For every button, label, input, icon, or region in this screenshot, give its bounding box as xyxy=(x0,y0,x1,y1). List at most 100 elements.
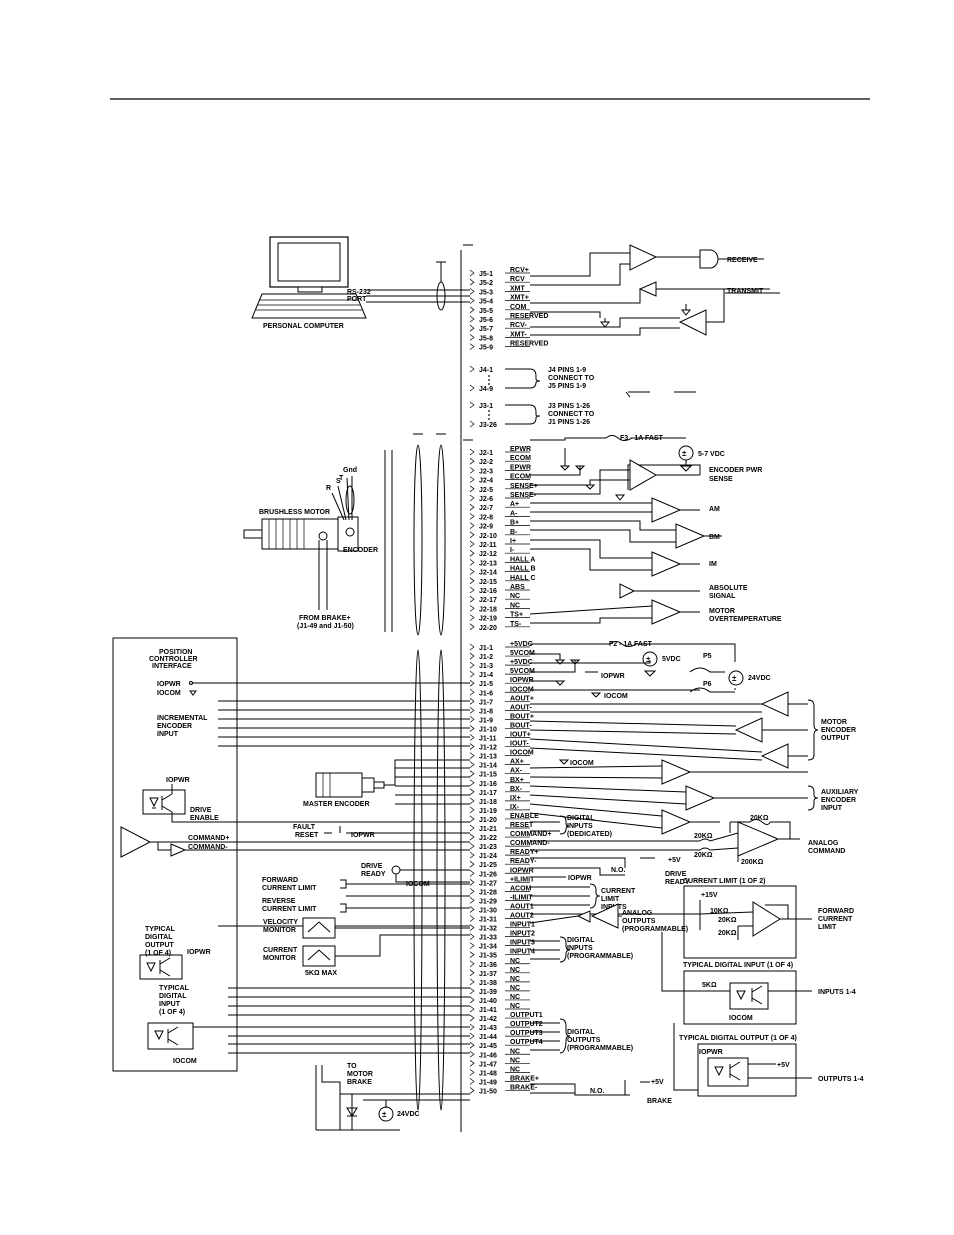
pin-arrow xyxy=(469,806,475,814)
signal-label: READY- xyxy=(510,858,537,865)
pin-arrow xyxy=(469,761,475,768)
analog-cmd-2: COMMAND xyxy=(808,848,845,855)
signal-label: IOUT- xyxy=(510,741,529,748)
pin-arrow xyxy=(469,951,475,958)
pin-arrow xyxy=(469,605,475,612)
pin-arrow xyxy=(469,522,475,529)
signal-label: IOUT+ xyxy=(510,732,531,739)
ellipsis-dot xyxy=(488,410,490,412)
outputs14: OUTPUTS 1-4 xyxy=(818,1076,864,1083)
signal-label: RESERVED xyxy=(510,341,548,348)
pin-label: J1-1 xyxy=(479,645,493,652)
signal-label: 5VCOM xyxy=(510,668,535,675)
pin-arrow xyxy=(469,1023,475,1031)
pin-arrow xyxy=(469,623,475,631)
j4-note-1: J4 PINS 1-9 xyxy=(548,367,586,374)
pin-arrow xyxy=(469,278,475,286)
r20k-1: 20KΩ xyxy=(750,815,769,822)
signal-label: EPWR xyxy=(510,464,531,471)
tdo-left-2: DIGITAL xyxy=(145,934,173,941)
im-amp xyxy=(651,551,682,577)
r10k: 10KΩ xyxy=(710,908,729,915)
pci-label-3: INTERFACE xyxy=(152,663,192,670)
pin-label: J1-26 xyxy=(479,871,497,878)
signal-label: XMT+ xyxy=(510,295,529,302)
port-label: PORT xyxy=(347,296,367,303)
max5k: 5KΩ MAX xyxy=(305,970,337,977)
pin-label: J1-13 xyxy=(479,754,497,761)
pin-label: J1-4 xyxy=(479,672,493,679)
f3-label: F3 - 1A FAST xyxy=(620,435,664,442)
signal-label: B+ xyxy=(510,520,519,527)
pin-arrow xyxy=(469,969,475,977)
pin-arrow xyxy=(469,503,475,511)
brushless-motor-icon xyxy=(243,516,359,552)
pin-label: J1-27 xyxy=(479,880,497,887)
pin-label: J5-7 xyxy=(479,326,493,333)
pin-arrow xyxy=(469,933,475,940)
signal-label: B- xyxy=(510,529,518,536)
signal-label: EPWR xyxy=(510,446,531,453)
master-enc-label: MASTER ENCODER xyxy=(303,801,370,808)
pin-label: J1-41 xyxy=(479,1007,497,1014)
analog-cmd-1: ANALOG xyxy=(808,840,839,847)
j3-note-1: J3 PINS 1-26 xyxy=(548,403,590,410)
pin-arrow xyxy=(469,915,475,922)
dig-in-prog-2: INPUTS xyxy=(567,945,593,952)
r5k: 5KΩ xyxy=(702,982,717,989)
signal-label: IOCOM xyxy=(510,750,534,757)
pin-arrow xyxy=(469,384,475,392)
plus5v-1: +5V xyxy=(668,857,681,864)
pin-label: J4-1 xyxy=(479,367,493,374)
signal-label: BX+ xyxy=(510,777,524,784)
transmit-driver xyxy=(678,309,707,336)
ot-label-2: OVERTEMPERATURE xyxy=(709,616,782,623)
pin-label: J5-5 xyxy=(479,308,493,315)
iocom-j113: IOCOM xyxy=(570,760,594,767)
signal-label: NC xyxy=(510,602,520,609)
pin-label: J2-20 xyxy=(479,625,497,632)
pin-label: J1-44 xyxy=(479,1034,497,1041)
drive-ready-left-2: READY xyxy=(361,871,386,878)
pin-label: J1-38 xyxy=(479,980,497,987)
signal-label: TS+ xyxy=(510,612,523,619)
abs-buffer xyxy=(619,583,636,599)
dig-out-prog-1: DIGITAL xyxy=(567,1029,595,1036)
am-label: AM xyxy=(709,506,720,513)
signal-label: HALL A xyxy=(510,556,535,563)
signal-label: AOUT- xyxy=(510,704,532,711)
transmit-label: TRANSMIT xyxy=(727,288,764,295)
pin-label: J1-18 xyxy=(479,799,497,806)
t-label: T xyxy=(339,475,344,482)
pin-label: J1-11 xyxy=(479,736,497,743)
signal-label: BOUT+ xyxy=(510,713,534,720)
pin-arrow xyxy=(469,824,475,832)
pin-label: J5-9 xyxy=(479,345,493,352)
no-label-1: N.O. xyxy=(611,867,625,874)
signal-label: +5VDC xyxy=(510,659,533,666)
pin-label: J5-1 xyxy=(479,271,493,278)
pin-label: J2-6 xyxy=(479,496,493,503)
receive-label: RECEIVE xyxy=(727,257,758,264)
iopwr-j15: IOPWR xyxy=(601,673,625,680)
pin-label: J2-5 xyxy=(479,487,493,494)
pin-label: J1-37 xyxy=(479,971,497,978)
vdc24-label: 24VDC xyxy=(748,675,771,682)
pin-label: J2-19 xyxy=(479,616,497,623)
pin-arrow xyxy=(469,476,475,483)
im-label: IM xyxy=(709,561,717,568)
signal-label: AOUT2 xyxy=(510,913,534,920)
signal-label: OUTPUT3 xyxy=(510,1030,543,1037)
drive-ready-right-1: DRIVE xyxy=(665,871,687,878)
cl-in-2: LIMIT xyxy=(601,896,620,903)
iopwr-j126: IOPWR xyxy=(568,875,592,882)
signal-label: XMT- xyxy=(510,331,527,338)
j4-note-2: CONNECT TO xyxy=(548,375,595,382)
signal-label: BOUT- xyxy=(510,722,532,729)
inc-enc-2: ENCODER xyxy=(157,723,192,730)
p6-label: P6 xyxy=(703,681,712,688)
signal-label: NC xyxy=(510,994,520,1001)
abs-label-2: SIGNAL xyxy=(709,593,736,600)
pin-label: J3-1 xyxy=(479,403,493,410)
typical-digital-output-box xyxy=(697,1043,797,1097)
